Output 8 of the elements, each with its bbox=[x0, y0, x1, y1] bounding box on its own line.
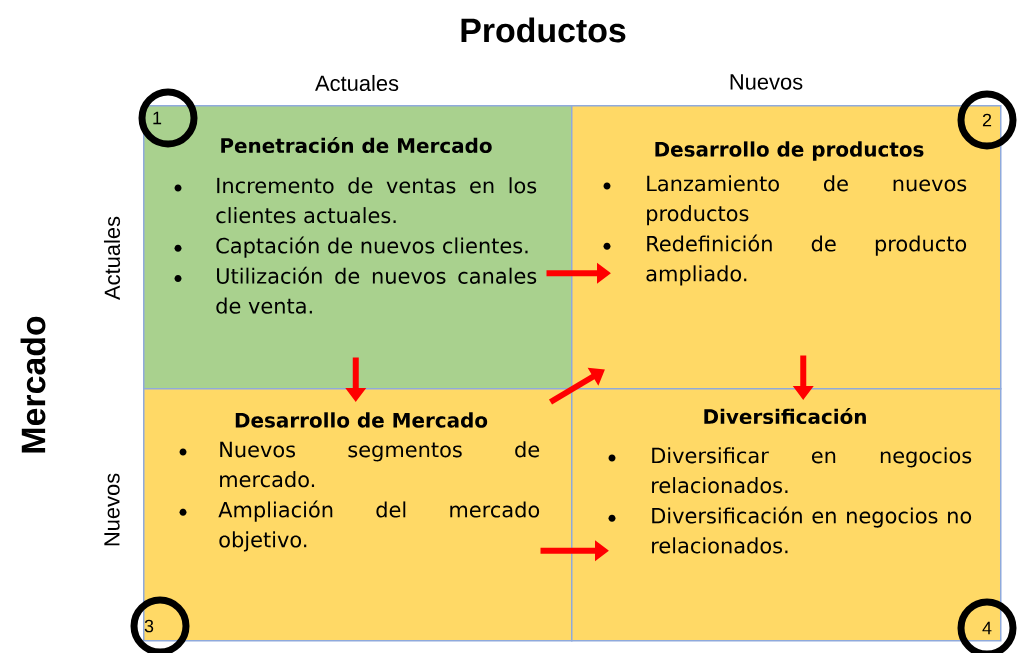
callout-number: 1 bbox=[138, 88, 198, 148]
callout-number: 2 bbox=[957, 90, 1017, 150]
axis-title: Productos bbox=[461, 17, 626, 43]
row-label: Nuevos bbox=[104, 473, 120, 546]
row-label: Actuales bbox=[103, 216, 121, 300]
callout-number: 3 bbox=[130, 596, 190, 653]
axis-title: Mercado bbox=[20, 316, 46, 453]
callout-number: 4 bbox=[957, 598, 1017, 653]
